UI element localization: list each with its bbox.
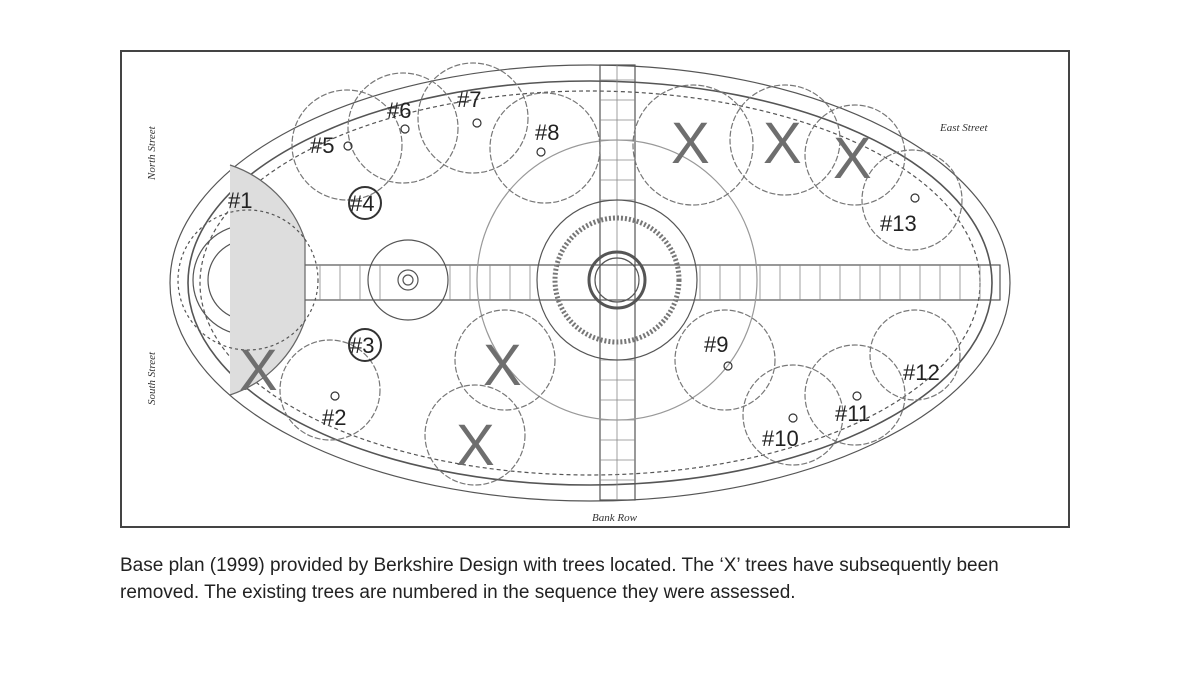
- east-street-label: East Street: [939, 122, 988, 134]
- removed-tree-mark: X: [483, 333, 522, 398]
- tree-label-6: #6: [387, 98, 411, 123]
- outer-oval: [169, 64, 1011, 502]
- bank-row-label: Bank Row: [592, 512, 638, 524]
- tree-label-2: #2: [322, 405, 346, 430]
- removed-tree-mark: X: [456, 413, 495, 478]
- tree-label-4: #4: [350, 191, 374, 216]
- removed-tree-mark: X: [763, 111, 802, 176]
- north-south-path: [599, 64, 636, 501]
- removed-tree-mark: X: [671, 111, 710, 176]
- tree-label-12: #12: [903, 360, 940, 385]
- tree-label-10: #10: [762, 426, 799, 451]
- removed-tree-mark: X: [833, 126, 872, 191]
- removed-tree-mark: X: [239, 338, 278, 403]
- tree-label-1: #1: [228, 188, 252, 213]
- tree-label-7: #7: [457, 87, 481, 112]
- tree-label-3: #3: [350, 333, 374, 358]
- site-plan-drawing: North Street South Street East Street Ba…: [146, 62, 1011, 524]
- tree-label-11: #11: [835, 401, 870, 426]
- tree-label-9: #9: [704, 332, 728, 357]
- tree-label-8: #8: [535, 120, 559, 145]
- site-plan-figure: North Street South Street East Street Ba…: [120, 50, 1070, 528]
- north-street-label: North Street: [146, 125, 158, 181]
- tree-label-5: #5: [310, 133, 334, 158]
- figure-caption: Base plan (1999) provided by Berkshire D…: [120, 555, 999, 603]
- south-street-label: South Street: [146, 351, 158, 405]
- tree-label-13: #13: [880, 211, 917, 236]
